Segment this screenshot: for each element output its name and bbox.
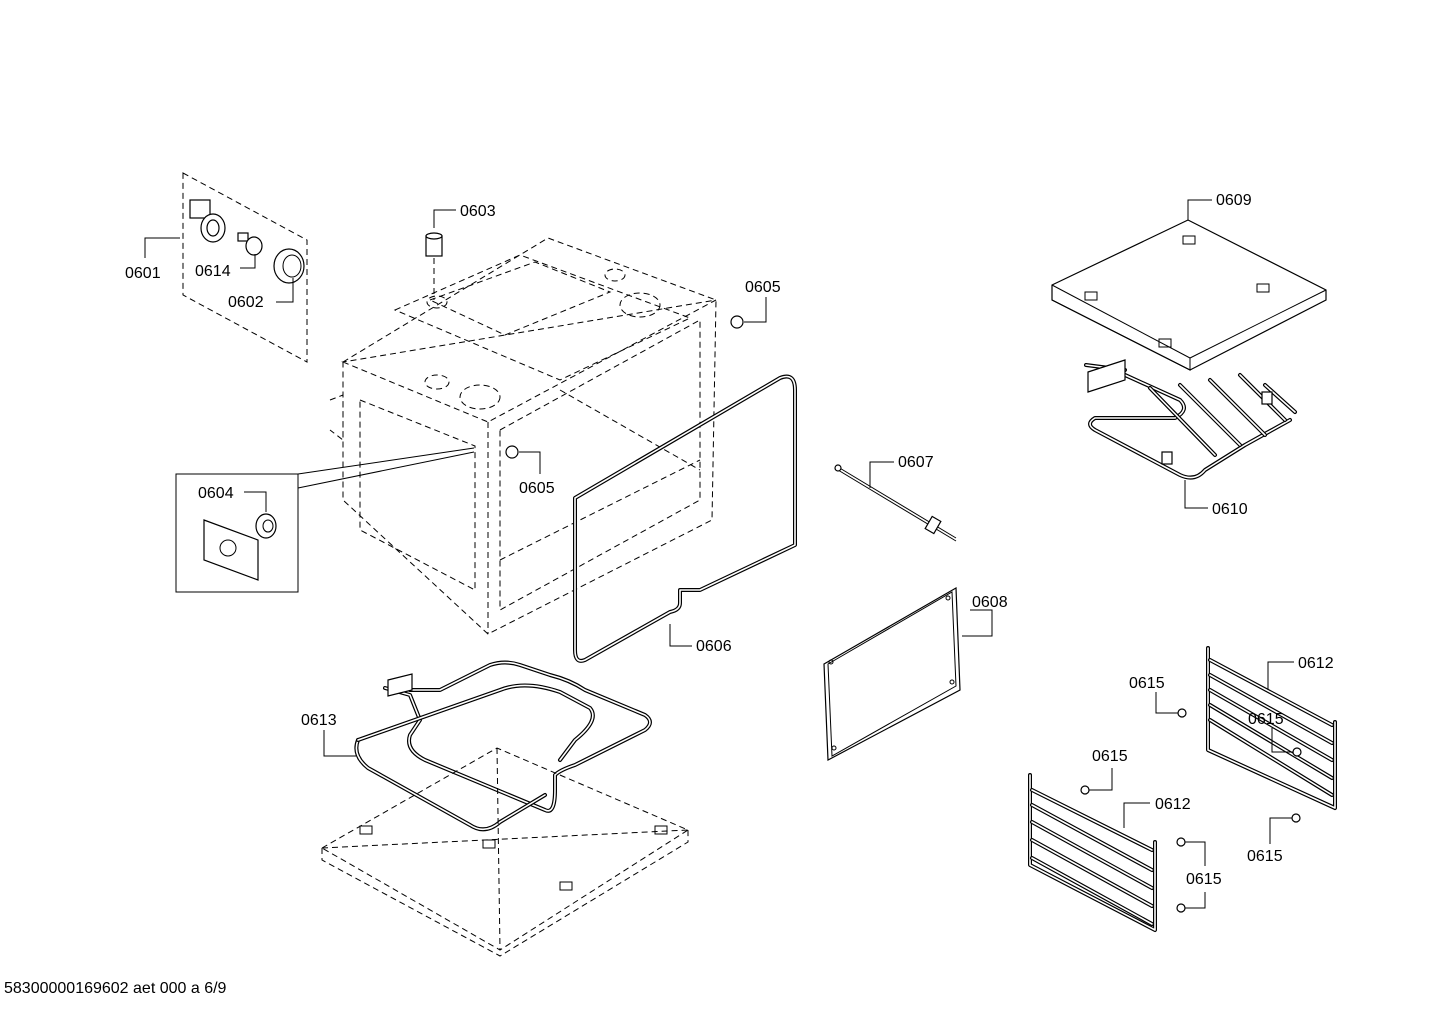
- document-id: 58300000169602 aet 000 a 6/9: [4, 980, 227, 997]
- screw-icon: [1176, 903, 1186, 913]
- door-seal: [573, 374, 797, 663]
- screw-icon: [1080, 785, 1090, 795]
- grill-element: [1084, 359, 1297, 480]
- label-0605-top: 0605: [745, 279, 781, 296]
- detail-box-0604: [175, 447, 475, 593]
- label-0615-c: 0615: [1092, 748, 1128, 765]
- label-0605-mid: 0605: [519, 480, 555, 497]
- label-0615-e: 0615: [1186, 871, 1222, 888]
- sensor-rod: [834, 464, 957, 542]
- bottom-panel: [320, 747, 690, 957]
- back-panel: [823, 586, 961, 761]
- label-0612-right: 0612: [1298, 655, 1334, 672]
- side-rack-right: [1206, 646, 1337, 810]
- label-0613: 0613: [301, 712, 337, 729]
- label-0615-b: 0615: [1248, 711, 1284, 728]
- lamp-cover-icon: [273, 248, 305, 284]
- label-0610: 0610: [1212, 501, 1248, 518]
- lamp-socket-icon: [255, 513, 277, 539]
- screw-icon: [1176, 837, 1186, 847]
- bottom-heater: [354, 660, 652, 832]
- plug-icon: [505, 445, 519, 459]
- label-0606: 0606: [696, 638, 732, 655]
- plug-icon: [730, 315, 744, 329]
- oven-cavity: [329, 237, 717, 635]
- bulb-icon: [237, 232, 263, 256]
- screw-icon: [1177, 708, 1187, 718]
- label-0614: 0614: [195, 263, 231, 280]
- label-0601: 0601: [125, 265, 161, 282]
- label-0615-d: 0615: [1247, 848, 1283, 865]
- label-0603: 0603: [460, 203, 496, 220]
- label-0602: 0602: [228, 294, 264, 311]
- top-cover: [1051, 219, 1327, 371]
- label-0608: 0608: [972, 594, 1008, 611]
- label-0612-left: 0612: [1155, 796, 1191, 813]
- label-0609: 0609: [1216, 192, 1252, 209]
- screw-icon: [1291, 813, 1301, 823]
- side-rack-left: [1028, 773, 1157, 932]
- top-fitting-icon: [425, 232, 443, 300]
- label-0604: 0604: [198, 485, 234, 502]
- lamp-assembly: [144, 172, 308, 363]
- label-0607: 0607: [898, 454, 934, 471]
- label-0615-a: 0615: [1129, 675, 1165, 692]
- screw-icon: [1292, 747, 1302, 757]
- lamp-holder-icon: [189, 199, 226, 243]
